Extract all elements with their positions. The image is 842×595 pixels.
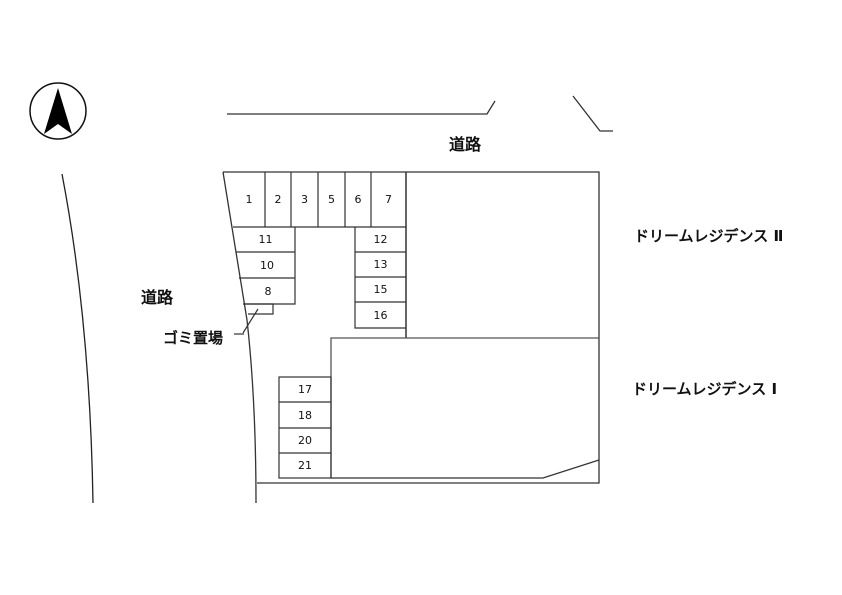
parking-left-column [234, 227, 296, 335]
site-boundary [222, 171, 600, 504]
trash-area-label: ゴミ置場 [163, 329, 224, 347]
parking-spot[interactable]: 11 [258, 233, 273, 246]
parking-spot[interactable]: 10 [260, 258, 274, 272]
building-1-label: ドリームレジデンス Ⅰ [632, 380, 778, 398]
parking-spot[interactable]: 12 [373, 233, 388, 246]
west-road-edge [61, 173, 94, 504]
parking-top-row [233, 172, 406, 228]
parking-spot[interactable]: 15 [373, 283, 388, 296]
parking-spot[interactable]: 17 [298, 383, 312, 396]
parking-bottom-column [278, 376, 332, 479]
parking-spot[interactable]: 20 [298, 434, 312, 447]
parking-spot[interactable]: 13 [373, 258, 388, 271]
building-1-outline [330, 337, 599, 478]
north-road-edge [227, 95, 613, 132]
parking-spot[interactable]: 8 [264, 284, 272, 298]
parking-spot[interactable]: 16 [373, 308, 388, 322]
north-arrow-icon [29, 82, 87, 140]
building-2-label: ドリームレジデンス Ⅱ [634, 227, 784, 245]
parking-spot[interactable]: 21 [298, 459, 312, 472]
parking-spot[interactable]: 2 [274, 193, 282, 206]
building-1-corner [331, 459, 600, 479]
north-road-label: 道路 [449, 135, 482, 154]
parking-spot[interactable]: 6 [354, 193, 362, 206]
parking-spot[interactable]: 1 [245, 193, 253, 206]
parking-right-column [354, 227, 406, 329]
parking-spot[interactable]: 7 [385, 193, 392, 206]
west-road-label: 道路 [141, 288, 174, 307]
parking-spot[interactable]: 3 [301, 193, 308, 206]
parking-spot[interactable]: 5 [328, 193, 335, 206]
parking-spot[interactable]: 18 [298, 408, 312, 422]
